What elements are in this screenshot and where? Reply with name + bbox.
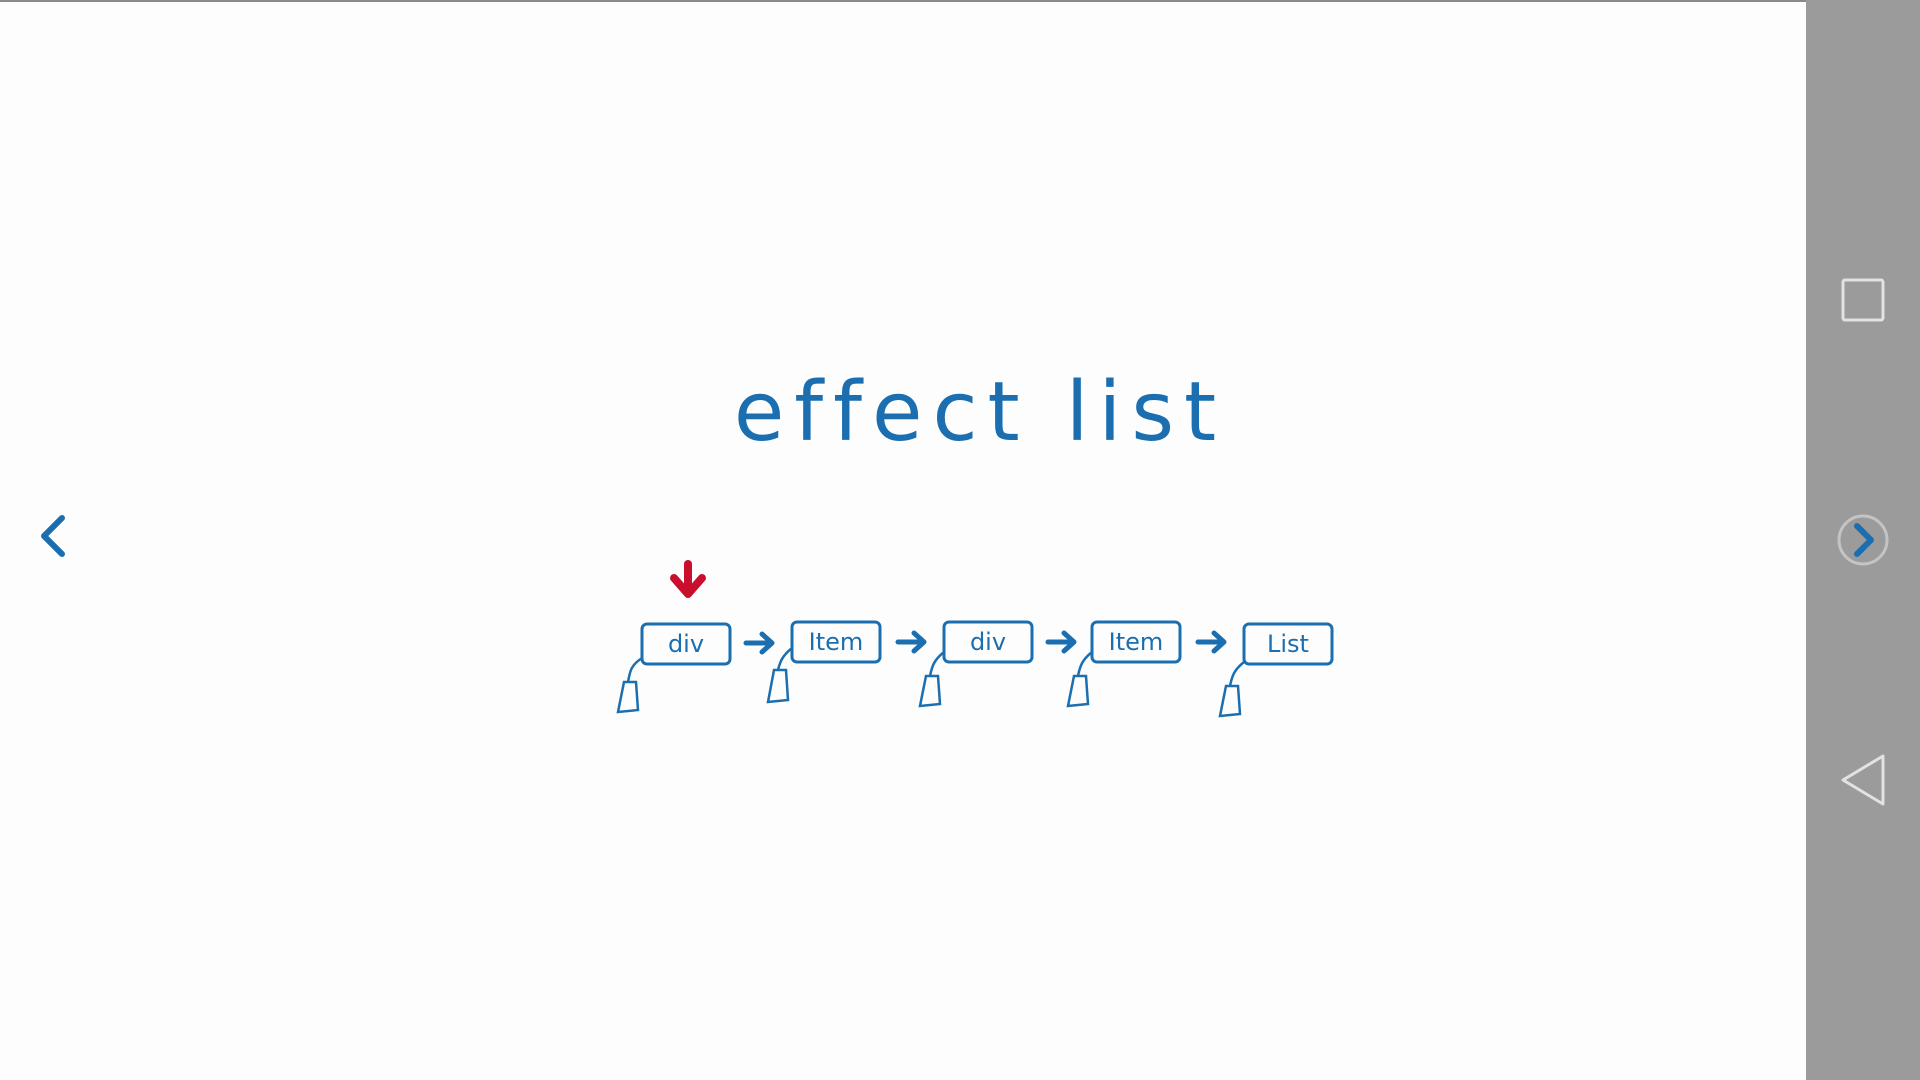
node-label: div [668,630,704,658]
slide-title: effect list [733,365,1227,460]
arrow-down-icon [670,560,706,598]
arrow-right-icon [1045,630,1077,654]
system-navigation-bar [1806,0,1920,1080]
list-node: div [918,620,1034,708]
prev-slide-button[interactable] [30,510,78,562]
tag-icon [766,668,790,704]
chevron-left-icon [41,515,65,557]
arrow-right-icon [743,631,775,655]
tag-icon [918,674,942,708]
top-divider [0,0,1806,2]
tag-icon [616,680,640,714]
list-node: Item [1066,620,1182,708]
tag-icon [1066,674,1090,708]
list-node: Item [766,620,882,704]
node-label: Item [1109,628,1164,656]
chevron-right-circle-icon [1837,514,1889,566]
node-label: div [970,628,1006,656]
list-node: List [1218,622,1334,718]
arrow-right-icon [1195,630,1227,654]
square-icon [1841,278,1885,322]
node-label: Item [809,628,864,656]
node-label: List [1267,630,1309,658]
effect-list-diagram: div Item div [616,560,1334,718]
back-button[interactable] [1806,740,1920,820]
tag-icon [1218,684,1242,718]
arrow-right-icon [895,630,927,654]
recents-button[interactable] [1806,260,1920,340]
slide: effect list div [0,0,1806,718]
triangle-back-icon [1841,754,1885,806]
next-slide-button[interactable] [1806,500,1920,580]
list-node: div [616,622,732,714]
